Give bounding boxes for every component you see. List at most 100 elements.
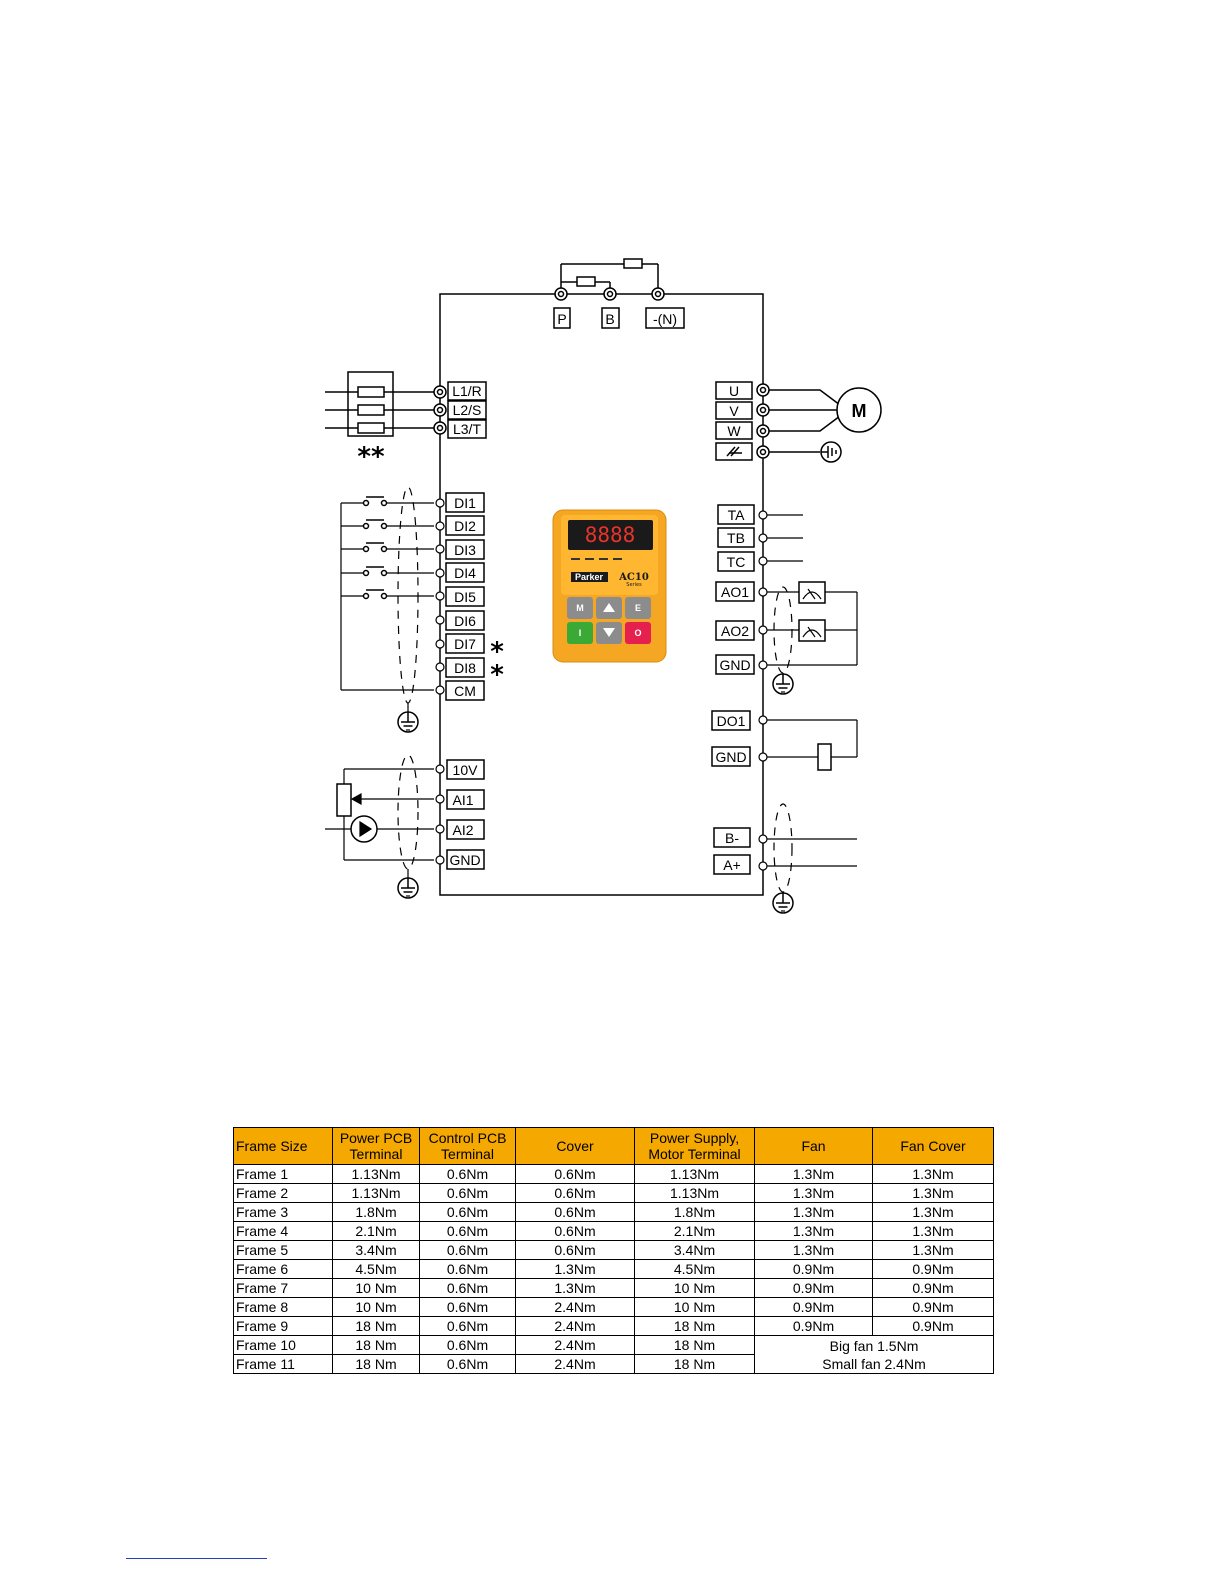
terminal-ta: TA	[717, 504, 755, 525]
table-cell: 1.3Nm	[872, 1183, 994, 1203]
svg-text:O: O	[634, 628, 641, 638]
table-cell: Frame 6	[233, 1259, 333, 1279]
key-i	[567, 622, 593, 644]
svg-text:GND: GND	[719, 657, 750, 673]
ground-icon-ai	[397, 877, 419, 899]
table-cell: 1.8Nm	[332, 1202, 420, 1222]
fuse-block	[325, 371, 447, 437]
terminal-di5: DI5	[445, 586, 485, 607]
svg-text:W: W	[727, 423, 741, 439]
svg-text:CM: CM	[454, 683, 476, 699]
terminal-ao1: AO1	[715, 581, 755, 602]
fuse-note: **	[357, 442, 385, 472]
table-cell: 0.6Nm	[419, 1297, 516, 1317]
svg-text:M: M	[576, 603, 584, 613]
svg-text:DI7: DI7	[454, 636, 476, 652]
svg-text:AO1: AO1	[721, 584, 749, 600]
table-cell: 2.4Nm	[515, 1297, 635, 1317]
table-cell: 1.8Nm	[634, 1202, 755, 1222]
led-digits: 8888	[585, 523, 636, 547]
terminal-ai-gnd: GND	[446, 849, 485, 870]
table-cell: 1.13Nm	[634, 1183, 755, 1203]
table-cell: 10 Nm	[634, 1278, 755, 1298]
terminal-l2: L2/S	[447, 400, 487, 420]
table-cell: 10 Nm	[332, 1297, 420, 1317]
svg-text:DI2: DI2	[454, 518, 476, 534]
terminal-di2: DI2	[445, 515, 485, 536]
terminal-do1: DO1	[711, 710, 751, 731]
table-cell: 0.6Nm	[419, 1354, 516, 1374]
terminal-di3: DI3	[445, 539, 485, 560]
table-cell: 0.9Nm	[872, 1297, 994, 1317]
key-m	[567, 597, 593, 619]
di7-note: *	[490, 637, 504, 667]
table-cell: 0.6Nm	[515, 1221, 635, 1241]
table-cell: 10 Nm	[634, 1297, 755, 1317]
table-cell: 0.6Nm	[419, 1278, 516, 1298]
table-cell: 4.5Nm	[332, 1259, 420, 1279]
table-cell: 0.9Nm	[754, 1259, 873, 1279]
table-cell: 18 Nm	[634, 1316, 755, 1336]
table-cell: 2.4Nm	[515, 1316, 635, 1336]
table-cell: Frame 5	[233, 1240, 333, 1260]
table-cell: 0.6Nm	[515, 1240, 635, 1260]
svg-text:DO1: DO1	[717, 713, 746, 729]
table-cell: Frame 11	[233, 1354, 333, 1374]
terminal-n: -(N)	[645, 307, 685, 329]
table-cell: 18 Nm	[332, 1354, 420, 1374]
svg-text:DI6: DI6	[454, 613, 476, 629]
motor-symbol: M	[836, 387, 882, 433]
table-cell: 1.13Nm	[332, 1164, 420, 1184]
terminal-ao2: AO2	[715, 620, 755, 641]
table-cell: 2.4Nm	[515, 1335, 635, 1355]
table-cell: 1.3Nm	[754, 1202, 873, 1222]
table-cell: 1.3Nm	[754, 1221, 873, 1241]
svg-text:I: I	[579, 628, 582, 638]
svg-text:GND: GND	[715, 749, 746, 765]
table-cell: 0.6Nm	[419, 1335, 516, 1355]
svg-text:TB: TB	[727, 530, 745, 546]
keypad-panel: 8888 Parker AC10 Series M E I O	[552, 509, 667, 663]
svg-text:AI2: AI2	[452, 822, 473, 838]
terminal-ao-gnd: GND	[715, 654, 755, 675]
table-cell: 1.3Nm	[872, 1221, 994, 1241]
table-cell: 3.4Nm	[634, 1240, 755, 1260]
di8-note: *	[490, 660, 504, 690]
table-cell: 0.9Nm	[872, 1278, 994, 1298]
motor-wiring	[756, 383, 841, 459]
table-cell: 0.6Nm	[515, 1202, 635, 1222]
terminal-b-minus: B-	[713, 827, 751, 848]
digital-output-wiring	[758, 715, 858, 771]
terminal-cm: CM	[445, 680, 485, 701]
comms-wiring	[758, 803, 857, 893]
terminal-10v: 10V	[446, 759, 485, 780]
table-cell: 18 Nm	[332, 1316, 420, 1336]
terminal-di4: DI4	[445, 562, 485, 583]
terminal-di7: DI7	[445, 633, 485, 654]
table-cell: 0.6Nm	[419, 1164, 516, 1184]
svg-text:DI3: DI3	[454, 542, 476, 558]
svg-text:Parker: Parker	[575, 572, 604, 582]
table-cell: Frame 2	[233, 1183, 333, 1203]
table-cell: 10 Nm	[332, 1278, 420, 1298]
table-cell: 0.6Nm	[419, 1240, 516, 1260]
svg-text:DI4: DI4	[454, 565, 476, 581]
svg-text:B-: B-	[725, 830, 739, 846]
ground-icon-ao	[772, 673, 794, 695]
table-cell: 1.13Nm	[634, 1164, 755, 1184]
table-cell: 4.5Nm	[634, 1259, 755, 1279]
terminal-pe	[715, 442, 753, 461]
svg-text:P: P	[557, 311, 566, 327]
